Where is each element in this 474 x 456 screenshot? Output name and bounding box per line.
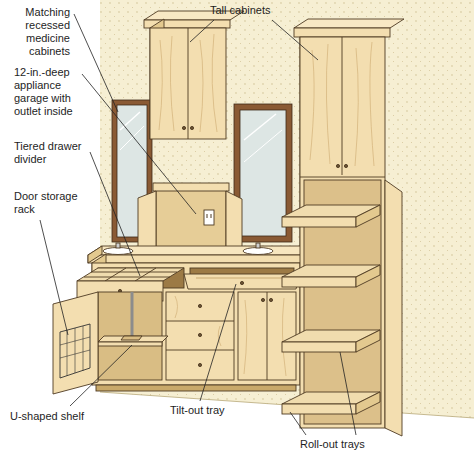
tiered-drawer [77,268,184,281]
appliance-garage [226,191,242,254]
appliance-garage [138,191,156,254]
tiered-drawer [91,272,177,273]
door-storage-rack [60,350,90,358]
roll-out-tray [282,342,356,352]
tall-cabinet [294,28,390,37]
vanity-base [198,304,201,307]
upper-cabinet [182,126,185,129]
door-storage-rack [53,292,98,394]
tall-cabinet [344,164,347,167]
countertop [116,243,120,248]
vanity-base [96,385,296,391]
tall-cabinet [294,19,404,28]
countertop [243,248,273,255]
callout-label: Matching recessed medicine cabinets [14,6,70,58]
door-storage-rack [60,324,90,378]
medicine-cabinet [244,114,276,140]
leader-line [190,20,214,42]
appliance-garage [153,183,229,191]
roll-out-tray [282,277,356,287]
appliance-garage [207,214,208,218]
tiered-drawer [105,268,126,281]
u-shaped-shelf [131,292,134,336]
door-storage-rack [53,292,98,394]
leader-line [74,14,118,112]
leader-line [82,74,196,214]
vanity-base [166,350,234,351]
leader-line [200,284,236,401]
u-shaped-shelf [98,336,168,342]
leader-line [40,14,356,435]
countertop [103,248,133,255]
callout-label: Tall cabinets [210,4,300,17]
upper-cabinet [188,28,189,139]
vanity-base [166,292,234,380]
callout-label: Roll-out trays [300,438,400,451]
roll-out-tray [282,205,380,414]
callout-label: Tiered drawer divider [14,140,90,166]
vanity-base [261,298,264,301]
tall-cabinet [310,42,374,166]
u-shaped-shelf [98,342,162,346]
leader-line [40,220,68,335]
door-storage-rack [60,337,90,345]
vanity-base [198,333,201,336]
roll-out-tray [356,205,380,227]
appliance-garage [211,214,212,218]
tall-cabinet [300,177,385,178]
countertop [256,243,260,248]
medicine-cabinet [120,126,144,150]
vanity-base [267,292,268,380]
roll-out-tray [356,265,380,287]
tilt-out-tray [196,278,290,279]
roll-out-tray [356,330,380,352]
roll-out-tray [356,392,380,414]
upper-cabinet [150,28,226,139]
tall-cabinet [336,164,339,167]
vanity-base [166,321,234,322]
countertop [88,243,316,263]
callout-label: U-shaped shelf [10,410,110,423]
appliance-garage [156,190,226,248]
wall [100,392,474,418]
tall-cabinet [342,37,343,175]
tilt-out-tray [240,281,243,284]
callout-label: Door storage rack [14,190,90,216]
leader-line [340,352,356,435]
tall-cabinet [385,180,402,436]
vanity-base [175,296,286,376]
u-shaped-shelf [121,336,142,340]
leader-line [290,412,306,435]
medicine-cabinet [240,110,286,236]
leader-line [70,345,132,406]
callout-label: Tilt-out tray [170,404,260,417]
tall-cabinet [300,37,385,428]
door-storage-rack [67,330,68,376]
medicine-cabinet [120,112,140,130]
appliance-garage [204,210,214,225]
roll-out-tray [282,404,356,414]
appliance-garage [138,183,242,254]
roll-out-tray [282,217,356,227]
callout-label: 12-in.-deep appliance garage with outlet… [14,66,80,118]
leader-line [90,152,140,276]
door-storage-rack [83,326,84,371]
countertop [88,255,302,263]
upper-cabinet [144,11,244,139]
upper-cabinet [190,126,193,129]
u-shaped-shelf [98,292,168,380]
tiered-drawer [84,277,170,278]
medicine-cabinet [244,130,282,162]
vanity-base [269,298,272,301]
vanity-base [198,363,201,366]
leader-line [272,20,318,60]
tiered-drawer [135,268,156,281]
tall-cabinet [294,19,404,436]
upper-cabinet [159,34,217,132]
countertop [88,246,316,255]
door-storage-rack [75,328,76,373]
